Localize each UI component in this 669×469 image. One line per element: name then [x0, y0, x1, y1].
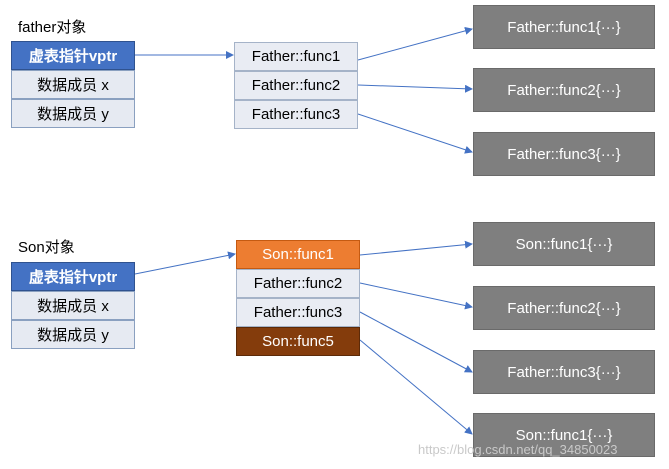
father-func3-box: Father::func3{···}: [473, 132, 655, 176]
arrow-father-func2: [357, 84, 473, 93]
son-func5-box: Son::func1{···}: [473, 413, 655, 457]
father-vtable-func1: Father::func1: [234, 42, 358, 71]
father-vtable-func3: Father::func3: [234, 100, 358, 129]
arrow-son-func2: [359, 282, 473, 310]
arrow-son-func3: [359, 311, 473, 373]
father-member-x-cell: 数据成员 x: [11, 70, 135, 99]
father-vptr-cell: 虚表指针vptr: [11, 41, 135, 70]
son-func2-box: Father::func2{···}: [473, 286, 655, 330]
son-vtable-func2: Father::func2: [236, 269, 360, 298]
son-vtable-func1: Son::func1: [236, 240, 360, 269]
son-func3-box: Father::func3{···}: [473, 350, 655, 394]
father-vtable-func2: Father::func2: [234, 71, 358, 100]
father-func2-box: Father::func2{···}: [473, 68, 655, 112]
son-vptr-cell: 虚表指针vptr: [11, 262, 135, 291]
father-func1-box: Father::func1{···}: [473, 5, 655, 49]
arrow-son-func5: [359, 339, 473, 435]
son-func1-box: Son::func1{···}: [473, 222, 655, 266]
son-object-title: Son对象: [18, 239, 75, 256]
father-member-y-cell: 数据成员 y: [11, 99, 135, 128]
son-member-y-cell: 数据成员 y: [11, 320, 135, 349]
son-vtable-func5: Son::func5: [236, 327, 360, 356]
son-vtable-func3: Father::func3: [236, 298, 360, 327]
arrow-son-func1: [359, 240, 473, 256]
arrow-son-vptr: [134, 251, 236, 275]
arrow-father-func3: [357, 113, 473, 154]
father-object-title: father对象: [18, 19, 87, 36]
arrow-father-func1: [357, 26, 473, 61]
watermark-text: https://blog.csdn.net/qq_34850023: [418, 442, 618, 457]
son-member-x-cell: 数据成员 x: [11, 291, 135, 320]
